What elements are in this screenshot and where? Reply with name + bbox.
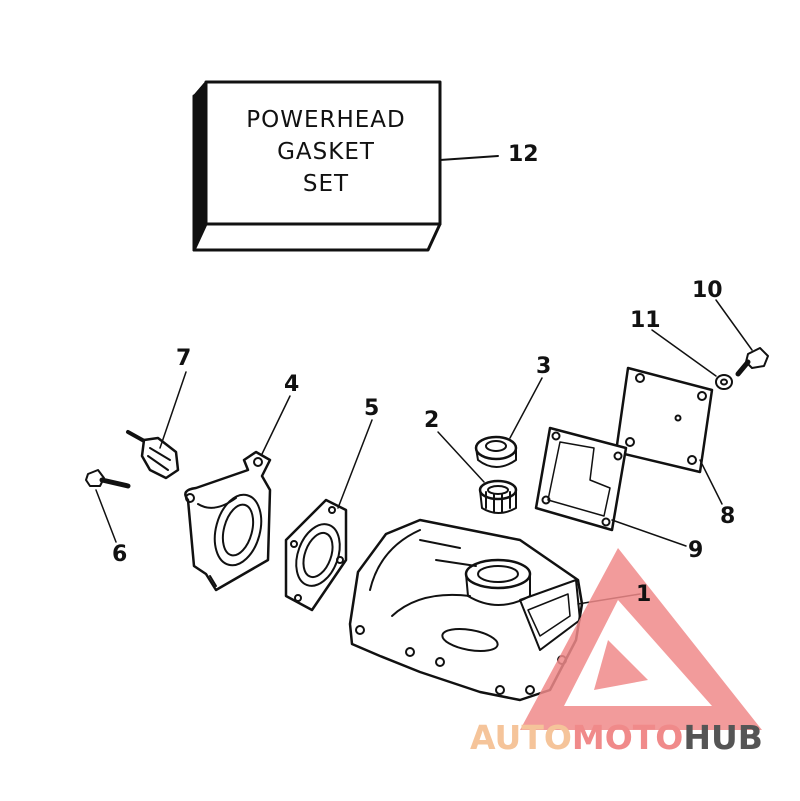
callout-1: 1: [636, 582, 652, 607]
callout-9: 9: [688, 538, 704, 563]
part-6-screw: [85, 469, 131, 543]
box-line-1: POWERHEAD: [246, 107, 406, 133]
gasket-set-label: POWERHEAD GASKET SET: [214, 104, 438, 200]
part-11-washer: [651, 329, 733, 390]
callout-2: 2: [424, 408, 440, 433]
gasket-set-box: [192, 80, 499, 252]
callout-6: 6: [112, 542, 128, 567]
callout-12: 12: [508, 142, 539, 167]
part-3-seal: [474, 377, 543, 468]
watermark-text: AUTOMOTOHUB: [470, 718, 763, 758]
watermark-auto: AUTO: [470, 718, 572, 757]
part-4-end-cap: [184, 395, 291, 592]
callout-10: 10: [692, 278, 723, 303]
part-1-gearcase-housing: [348, 518, 641, 702]
callout-11: 11: [630, 308, 661, 333]
part-7-sensor: [126, 371, 187, 480]
part-9-gasket: [534, 426, 687, 547]
part-10-screw: [715, 299, 769, 377]
watermark-triangle-logo: [520, 548, 762, 730]
watermark-moto: MOTO: [571, 718, 684, 757]
callout-8: 8: [720, 504, 736, 529]
part-5-gasket: [284, 419, 373, 612]
part-8-cover-plate: [614, 366, 723, 505]
callout-7: 7: [176, 346, 192, 371]
callout-3: 3: [536, 354, 552, 379]
box-line-2: GASKET: [277, 139, 375, 165]
callout-5: 5: [364, 396, 380, 421]
box-line-3: SET: [302, 171, 350, 197]
watermark-hub: HUB: [683, 718, 763, 757]
callout-4: 4: [284, 372, 300, 397]
part-2-bearing: [437, 431, 518, 514]
